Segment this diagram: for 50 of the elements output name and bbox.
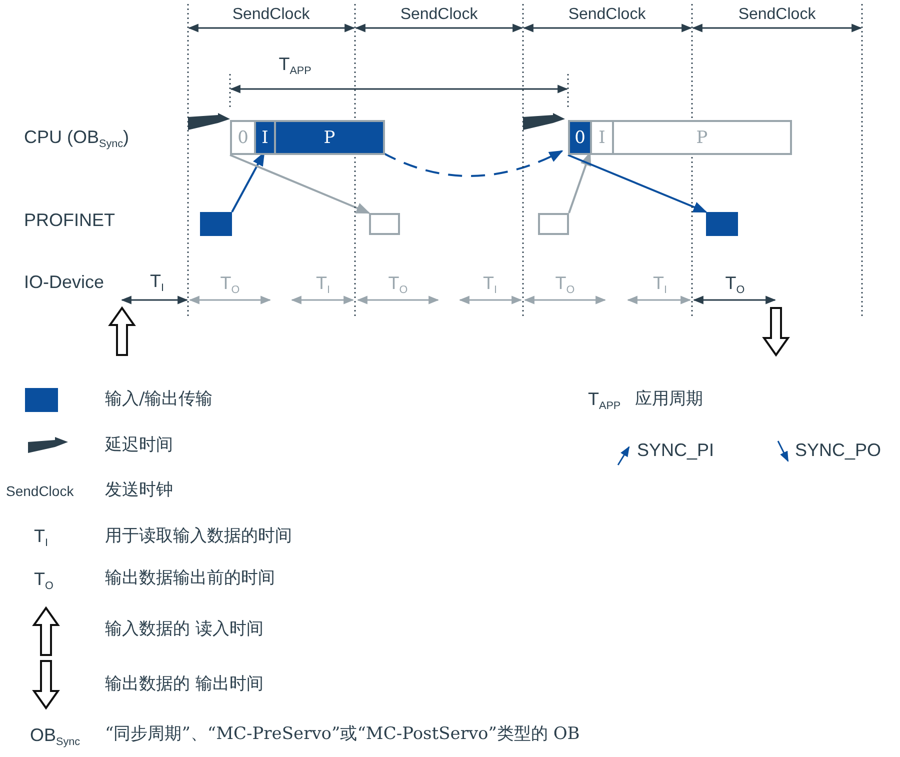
frame-block bbox=[538, 213, 569, 235]
row-label: PROFINET bbox=[24, 211, 116, 231]
segment-label: 0 bbox=[574, 128, 586, 148]
segment-label: P bbox=[696, 128, 708, 148]
task-segment bbox=[570, 122, 590, 153]
legend-text: 延迟时间 bbox=[105, 435, 173, 456]
dashed-arrow bbox=[382, 150, 564, 177]
task-segment bbox=[254, 122, 274, 153]
task-segment bbox=[274, 122, 383, 153]
time-label: T$_{I}$ bbox=[653, 274, 667, 297]
legend-text: 输入/输出传输 bbox=[105, 389, 213, 410]
time-label: T$_{O}$ bbox=[725, 274, 745, 297]
time-label: T$_{I}$ bbox=[150, 272, 164, 295]
clock-label: SendClock bbox=[232, 6, 310, 24]
row-label: CPU (OB$_{Sync}$) bbox=[24, 128, 130, 151]
legend-text: 输出数据输出前的时间 bbox=[105, 568, 275, 588]
time-label: T$_{I}$ bbox=[316, 274, 330, 297]
legend-key: T$_{I}$ bbox=[34, 527, 48, 550]
arrow bbox=[568, 154, 708, 213]
legend-key: SendClock bbox=[6, 484, 74, 500]
legend-key: T$_{O}$ bbox=[34, 570, 54, 593]
frame-block bbox=[369, 213, 400, 235]
legend-text: “同步周期”、“MC-PreServo”或“MC-PostServo”类型的 OB bbox=[105, 724, 580, 744]
time-label: T$_{O}$ bbox=[220, 274, 240, 297]
time-label: T$_{O}$ bbox=[388, 274, 408, 297]
arrow bbox=[230, 154, 370, 214]
frame-block bbox=[706, 212, 738, 236]
time-label: T$_{I}$ bbox=[483, 274, 497, 297]
segment-label: I bbox=[262, 128, 268, 148]
row-label: IO-Device bbox=[24, 273, 104, 293]
segment-label: 0 bbox=[238, 128, 248, 148]
legend-text: 发送时钟 bbox=[105, 480, 173, 500]
legend-text: 用于读取输入数据的时间 bbox=[105, 526, 292, 546]
clock-label: SendClock bbox=[568, 6, 646, 24]
task-bar bbox=[568, 120, 792, 155]
segment-label: P bbox=[324, 128, 336, 148]
legend-text: 输出数据的 输出时间 bbox=[105, 674, 264, 694]
clock-label: SendClock bbox=[400, 6, 478, 24]
clock-label: SendClock bbox=[738, 6, 816, 24]
time-label: T$_{O}$ bbox=[555, 274, 575, 297]
legend-text: 输入数据的 读入时间 bbox=[105, 619, 264, 640]
legend-text: 应用周期 bbox=[635, 389, 703, 410]
legend-key: OB$_{Sync}$ bbox=[30, 726, 80, 749]
period-label: T$_{APP}$ bbox=[278, 55, 312, 78]
task-bar bbox=[230, 120, 385, 155]
legend-text: SYNC_PI bbox=[637, 440, 714, 462]
legend-text: SYNC_PO bbox=[795, 440, 882, 462]
frame-block bbox=[200, 212, 232, 236]
legend-key: T$_{APP}$ bbox=[588, 390, 621, 413]
segment-label: I bbox=[598, 128, 606, 148]
